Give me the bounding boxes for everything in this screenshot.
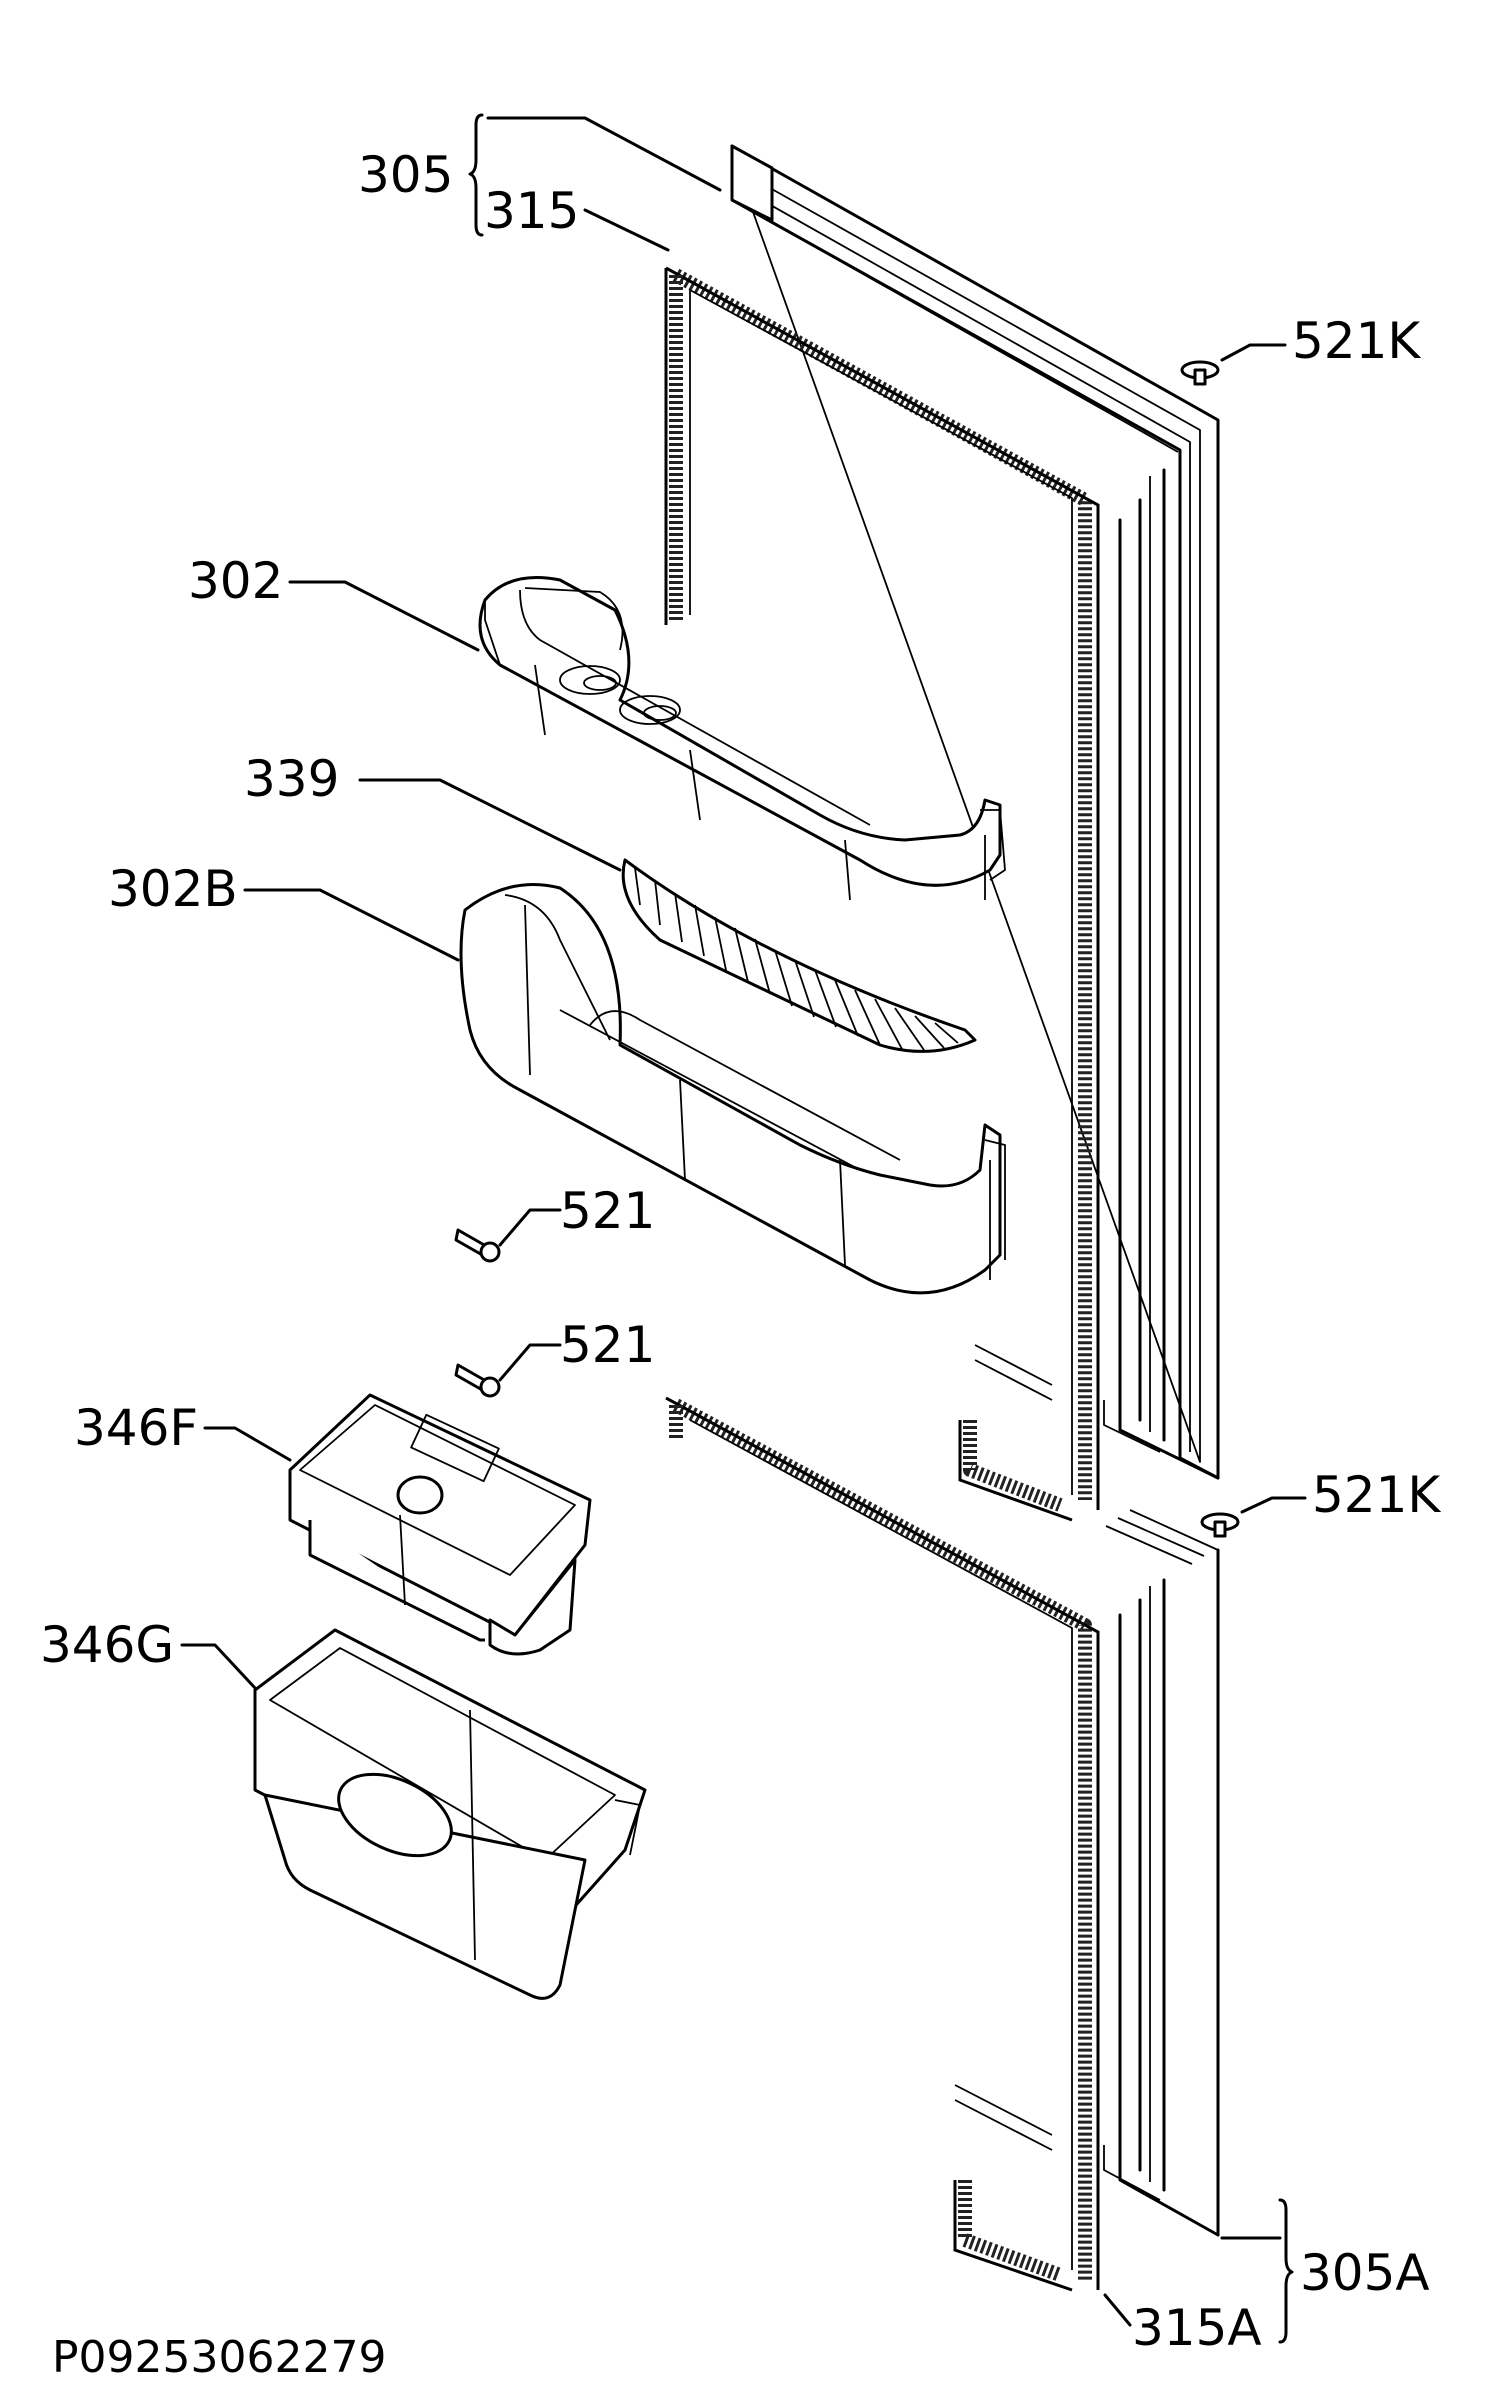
label-521K-top: 521K (1292, 312, 1421, 370)
label-346G: 346G (40, 1616, 174, 1674)
upper-door-gasket (664, 266, 1100, 1522)
label-315: 315 (484, 182, 579, 240)
screw-521-b (454, 1363, 501, 1398)
screw-521K-top (1180, 360, 1220, 386)
label-521-b: 521 (560, 1316, 655, 1374)
drawing-code: P09253062279 (52, 2332, 386, 2383)
shelf-insert-339 (621, 858, 977, 1053)
label-521K-bottom: 521K (1312, 1466, 1441, 1524)
label-339: 339 (244, 750, 339, 808)
label-305A: 305A (1300, 2244, 1430, 2302)
label-305: 305 (358, 146, 453, 204)
upper-door-panel (730, 144, 1220, 1480)
leader-lines (180, 113, 1307, 2344)
screw-521K-bottom (1200, 1512, 1240, 1538)
compartment-346F (288, 1393, 592, 1656)
compartment-346G (253, 1628, 647, 2000)
label-346F: 346F (74, 1399, 198, 1457)
lower-door-gasket (665, 1396, 1100, 2292)
screw-521-a (454, 1228, 501, 1263)
label-521-a: 521 (560, 1182, 655, 1240)
label-315A: 315A (1132, 2299, 1262, 2357)
label-302B: 302B (108, 860, 238, 918)
door-shelf-302B (459, 882, 1006, 1295)
lower-door-panel (1103, 1509, 1220, 2237)
label-302: 302 (188, 552, 283, 610)
door-shelf-302 (478, 576, 1006, 901)
